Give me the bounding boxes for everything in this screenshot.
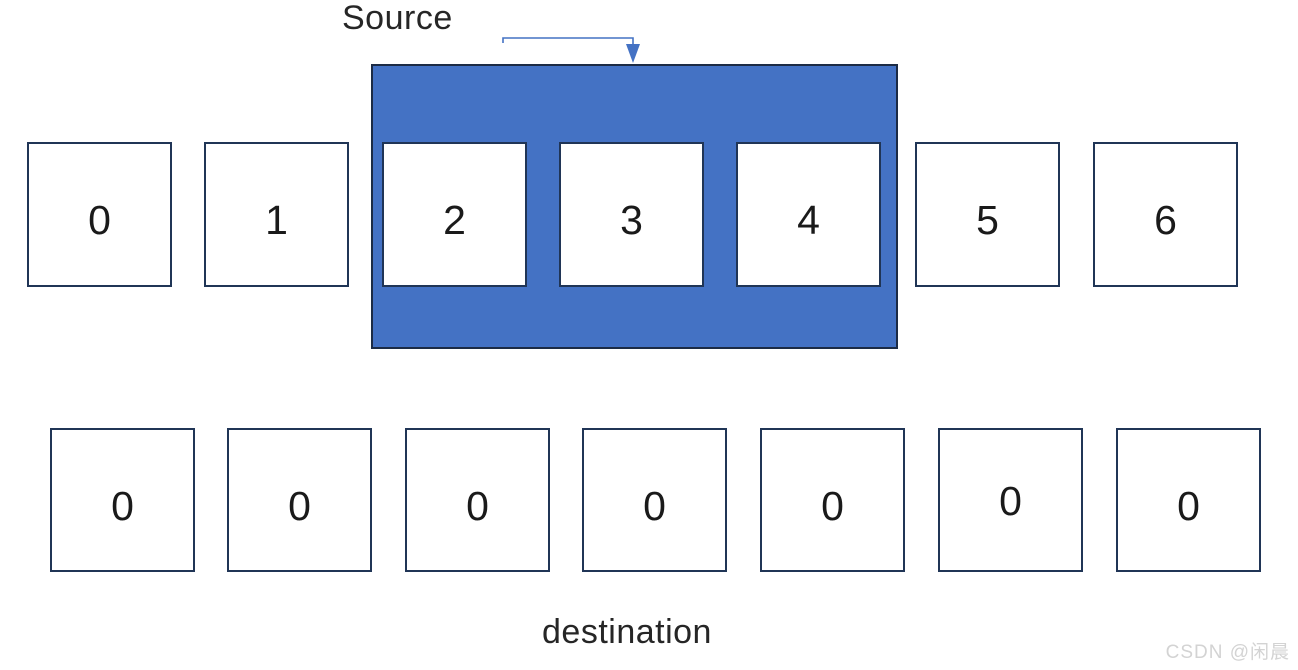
cell-value: 1 [265, 197, 288, 243]
destination-cell-3: 0 [582, 428, 727, 572]
source-cell-2: 2 [382, 142, 527, 287]
source-cell-6: 6 [1093, 142, 1238, 287]
cell-value: 0 [999, 477, 1022, 524]
source-label: Source [342, 0, 453, 37]
cell-value: 0 [821, 482, 844, 529]
cell-value: 6 [1154, 197, 1177, 243]
destination-cell-1: 0 [227, 428, 372, 572]
cell-value: 0 [111, 482, 134, 529]
destination-label: destination [542, 613, 712, 651]
cell-value: 0 [1177, 482, 1200, 529]
source-cell-3: 3 [559, 142, 704, 287]
cell-value: 0 [88, 197, 111, 243]
cell-value: 0 [643, 482, 666, 529]
cell-value: 0 [288, 482, 311, 529]
destination-cell-5: 0 [938, 428, 1083, 572]
cell-value: 3 [620, 197, 643, 243]
source-cell-4: 4 [736, 142, 881, 287]
source-cell-5: 5 [915, 142, 1060, 287]
cell-value: 4 [797, 197, 820, 243]
destination-cell-6: 0 [1116, 428, 1261, 572]
source-cell-0: 0 [27, 142, 172, 287]
cell-value: 5 [976, 197, 999, 243]
destination-cell-0: 0 [50, 428, 195, 572]
source-cell-1: 1 [204, 142, 349, 287]
destination-cell-2: 0 [405, 428, 550, 572]
destination-cell-4: 0 [760, 428, 905, 572]
source-pointer-arrow-icon [502, 37, 640, 63]
watermark: CSDN @闲晨 [1165, 642, 1290, 663]
cell-value: 2 [443, 197, 466, 243]
cell-value: 0 [466, 482, 489, 529]
